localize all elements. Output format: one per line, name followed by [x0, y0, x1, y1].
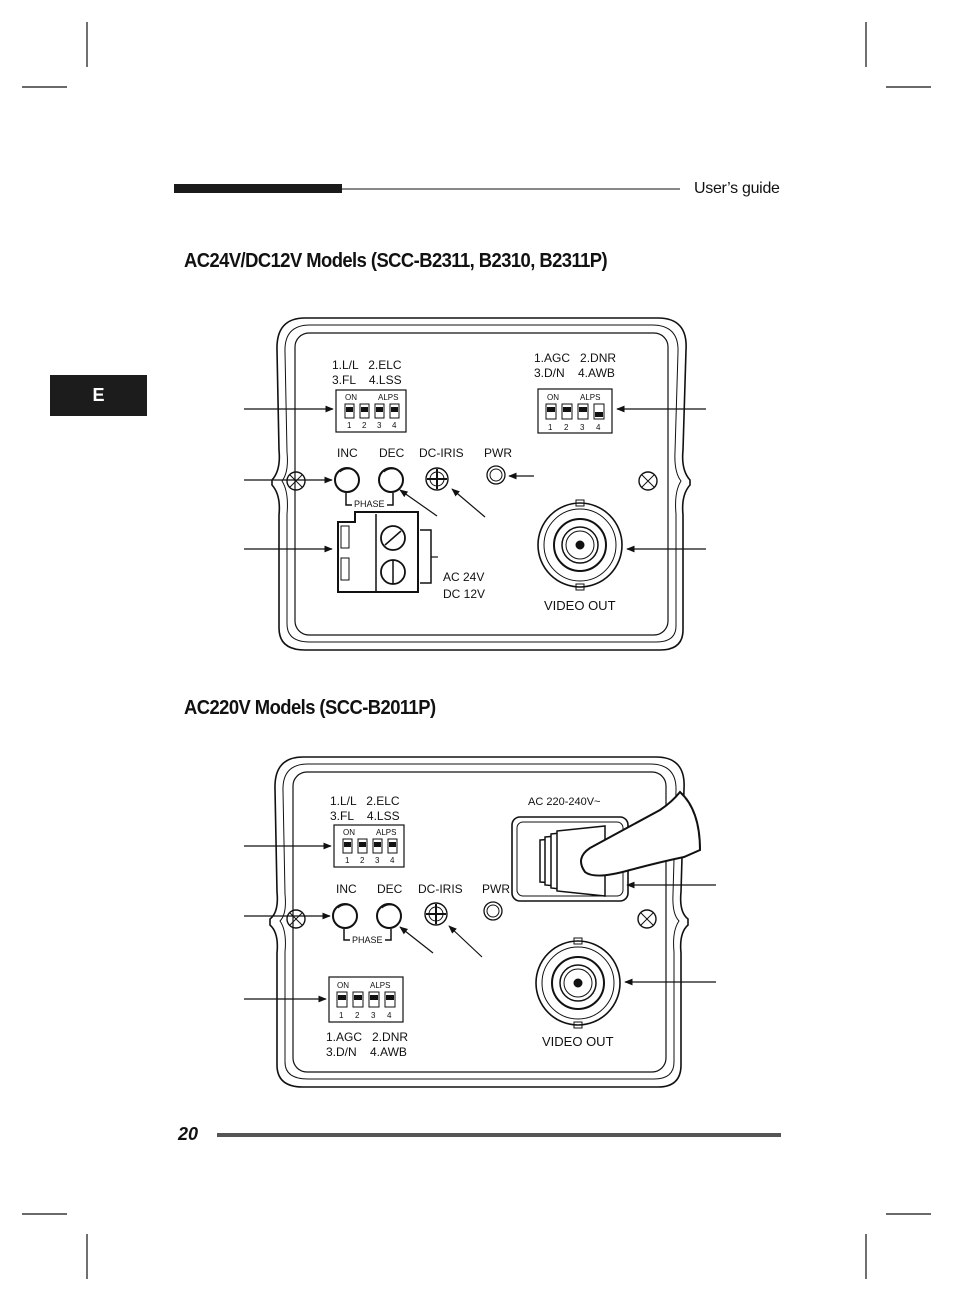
footer-rule: [217, 1133, 781, 1137]
pwr-led-icon-2: [483, 901, 503, 921]
dip-left-line1: 1.L/L 2.ELC: [332, 358, 402, 372]
svg-text:4: 4: [387, 1011, 392, 1020]
dip-switch-left[interactable]: ON ALPS 1 2 3 4: [335, 389, 407, 433]
video-out-label: VIDEO OUT: [544, 598, 616, 613]
phase-label-2: PHASE: [352, 935, 383, 945]
svg-text:3: 3: [377, 421, 382, 430]
svg-text:2: 2: [360, 856, 365, 865]
svg-text:4: 4: [392, 421, 397, 430]
inc-button-2[interactable]: [332, 903, 358, 929]
callout-arrows-2: [244, 842, 716, 1003]
inc-button[interactable]: [334, 467, 360, 493]
svg-text:ALPS: ALPS: [370, 981, 390, 990]
svg-text:ALPS: ALPS: [378, 393, 398, 402]
svg-text:2: 2: [564, 423, 569, 432]
rear-panel-diagram-ac220v: 1.L/L 2.ELC 3.FL 4.LSS ON ALPS 1 2 3 4 A…: [244, 756, 716, 1088]
video-out-label-2: VIDEO OUT: [542, 1034, 614, 1049]
dec-button[interactable]: [378, 467, 404, 493]
power-terminal-block[interactable]: [337, 511, 419, 593]
dip-bottom-line2: 3.D/N 4.AWB: [326, 1045, 407, 1059]
dip-switch-right[interactable]: ON ALPS 1 2 3 4: [537, 388, 613, 434]
dciris-label-2: DC-IRIS: [418, 882, 463, 896]
svg-text:3: 3: [580, 423, 585, 432]
dec-label: DEC: [379, 446, 405, 460]
dc-iris-adjuster-icon-2[interactable]: [424, 902, 448, 926]
pwr-label-2: PWR: [482, 882, 510, 896]
svg-text:4: 4: [390, 856, 395, 865]
section1-title: AC24V/DC12V Models (SCC-B2311, B2310, B2…: [184, 250, 608, 272]
dec-label-2: DEC: [377, 882, 403, 896]
inc-label-2: INC: [336, 882, 357, 896]
phase-label: PHASE: [354, 499, 385, 509]
section2-title: AC220V Models (SCC-B2011P): [184, 697, 436, 719]
dip-right-line1: 1.AGC 2.DNR: [534, 351, 616, 365]
svg-text:3: 3: [375, 856, 380, 865]
screw-icon: [286, 471, 658, 491]
pwr-label: PWR: [484, 446, 512, 460]
rear-panel-diagram-ac24v: 1.L/L 2.ELC 3.FL 4.LSS ON ALPS 1 2 3 4 1…: [244, 317, 706, 651]
header-guide-label: User’s guide: [694, 180, 780, 197]
svg-text:2: 2: [362, 421, 367, 430]
language-tab: E: [50, 375, 147, 416]
callout-arrows: [244, 405, 706, 553]
dip-bottom-line1: 1.AGC 2.DNR: [326, 1030, 408, 1044]
svg-text:2: 2: [355, 1011, 360, 1020]
inc-label: INC: [337, 446, 358, 460]
dip-switch-bottom[interactable]: ON ALPS 1 2 3 4: [328, 976, 404, 1023]
dc-iris-adjuster-icon[interactable]: [425, 467, 449, 491]
video-out-bnc-connector[interactable]: [537, 499, 623, 591]
pwr-led-icon: [486, 465, 506, 485]
dip-right-line2: 3.D/N 4.AWB: [534, 366, 615, 380]
svg-text:1: 1: [339, 1011, 344, 1020]
dec-button-2[interactable]: [376, 903, 402, 929]
svg-text:1: 1: [347, 421, 352, 430]
svg-text:3: 3: [371, 1011, 376, 1020]
svg-text:4: 4: [596, 423, 601, 432]
svg-text:ALPS: ALPS: [376, 828, 396, 837]
dip-top-line1: 1.L/L 2.ELC: [330, 794, 400, 808]
header-rule: [174, 184, 680, 193]
dciris-label: DC-IRIS: [419, 446, 464, 460]
svg-text:ALPS: ALPS: [580, 393, 600, 402]
page-number: 20: [178, 1124, 199, 1144]
ac220-label: AC 220-240V~: [528, 796, 600, 808]
svg-text:ON: ON: [547, 393, 559, 402]
dip-left-line2: 3.FL 4.LSS: [332, 373, 402, 387]
power-label-dc12v: DC 12V: [443, 587, 485, 601]
finger-press-icon: [580, 790, 702, 877]
svg-text:ON: ON: [343, 828, 355, 837]
video-out-bnc-connector-2[interactable]: [535, 937, 621, 1029]
svg-text:ON: ON: [345, 393, 357, 402]
dip-switch-top[interactable]: ON ALPS 1 2 3 4: [333, 824, 405, 868]
power-label-ac24v: AC 24V: [443, 570, 484, 584]
svg-text:ON: ON: [337, 981, 349, 990]
dip-top-line2: 3.FL 4.LSS: [330, 809, 400, 823]
screw-icon: [286, 909, 657, 929]
svg-text:1: 1: [345, 856, 350, 865]
svg-text:1: 1: [548, 423, 553, 432]
